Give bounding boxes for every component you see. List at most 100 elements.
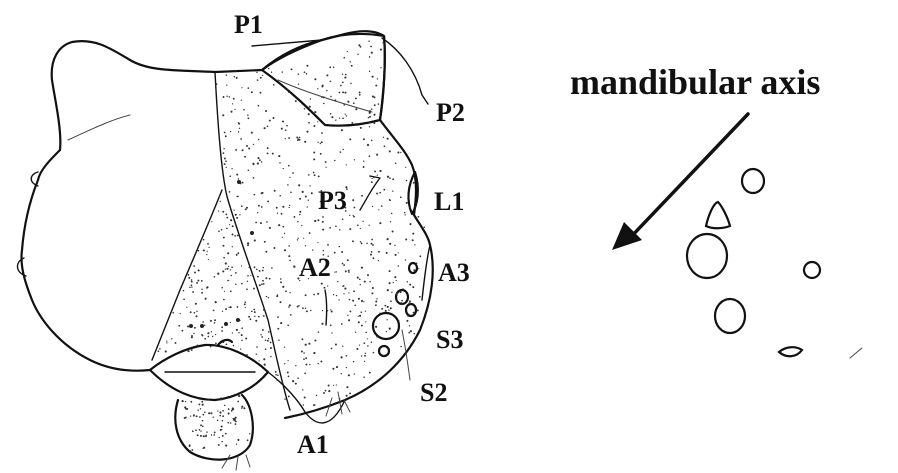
stipple-dot — [268, 277, 271, 280]
stipple-dot — [191, 449, 194, 451]
stipple-dot — [304, 343, 307, 346]
stipple-dot — [223, 131, 226, 134]
stipple-dot — [228, 191, 231, 193]
stipple-dot — [308, 105, 311, 108]
stipple-dot — [389, 307, 392, 310]
stipple-dot — [353, 206, 356, 209]
stemma-iso-3 — [685, 232, 729, 280]
stipple-dot — [323, 286, 326, 289]
stipple-dot — [381, 307, 384, 310]
stipple-dot — [230, 110, 233, 113]
stipple-dot — [234, 423, 237, 425]
stipple-dot — [225, 343, 228, 346]
stipple-dot — [317, 219, 320, 222]
stipple-dot — [349, 228, 352, 231]
stipple-dot — [342, 285, 345, 287]
stipple-dot — [195, 429, 197, 432]
stipple-dot — [223, 148, 225, 150]
stipple-dot — [284, 398, 286, 400]
stipple-dot — [284, 87, 286, 90]
stipple-dot — [307, 113, 310, 116]
stipple-dot — [299, 210, 302, 213]
stipple-dot — [299, 279, 301, 282]
stipple-dot — [225, 213, 228, 216]
stipple-dot — [235, 328, 238, 331]
stipple-dot — [343, 56, 346, 59]
stipple-dot — [219, 414, 222, 417]
stipple-dot — [198, 403, 201, 406]
stipple-dot — [221, 326, 223, 329]
stipple-dot — [385, 251, 388, 254]
stipple-dot — [187, 350, 190, 353]
stipple-dot — [377, 259, 380, 262]
stipple-dot — [319, 142, 322, 145]
stipple-dot — [257, 275, 259, 278]
stipple-dot — [226, 216, 229, 219]
stipple-dot — [371, 238, 373, 241]
stipple-dot — [402, 288, 404, 290]
stipple-dot — [227, 395, 230, 398]
stipple-dot — [297, 138, 300, 140]
stipple-dot — [259, 76, 262, 79]
stipple-dot — [247, 117, 250, 120]
stipple-dot — [348, 292, 350, 294]
stipple-dot — [373, 104, 376, 107]
stipple-dot — [409, 300, 411, 303]
stipple-dot — [379, 312, 381, 315]
stipple-dot — [257, 138, 260, 141]
stipple-dot — [273, 189, 276, 192]
stipple-dot — [356, 224, 359, 227]
stipple-dot — [326, 310, 329, 312]
stipple-dot — [388, 270, 391, 273]
stipple-dot — [304, 195, 307, 198]
stipple-dot — [240, 205, 243, 208]
stipple-dot — [217, 210, 220, 212]
stipple-dot — [281, 381, 284, 384]
stipple-dot — [204, 297, 207, 300]
stipple-dot — [369, 175, 371, 178]
stipple-dot — [286, 371, 289, 374]
stipple-dot — [376, 174, 378, 176]
stipple-dot — [260, 334, 262, 336]
stipple-dot — [252, 177, 255, 179]
stipple-dot — [221, 440, 223, 443]
stipple-dot — [307, 199, 310, 201]
stipple-dot — [347, 314, 349, 317]
stipple-dot — [322, 249, 325, 252]
stipple-dot — [320, 282, 323, 285]
stipple-dot — [241, 181, 244, 184]
stipple-dot — [371, 292, 374, 295]
seta-a3 — [421, 244, 431, 301]
stipple-dot — [353, 159, 356, 161]
stipple-dot — [260, 192, 263, 195]
stipple-dot — [341, 251, 344, 253]
stipple-dot — [267, 200, 270, 203]
stipple-dot — [248, 315, 251, 318]
stipple-dot — [361, 194, 363, 197]
stipple-dot — [235, 272, 237, 274]
stipple-dot — [369, 280, 371, 283]
stipple-dot — [271, 152, 274, 155]
stipple-dot — [255, 319, 258, 322]
stipple-dot — [334, 343, 337, 346]
stipple-dot — [232, 97, 235, 100]
stipple-dot — [364, 354, 366, 357]
stipple-dot — [358, 44, 361, 47]
stipple-dot — [241, 407, 243, 409]
stipple-dot — [251, 310, 253, 313]
stipple-dot — [261, 269, 264, 272]
stipple-dot — [243, 303, 246, 306]
stipple-dot — [257, 104, 260, 107]
stipple-dot — [235, 443, 238, 445]
stipple-dot — [286, 88, 289, 91]
stipple-dot — [320, 189, 323, 192]
stipple-dot — [246, 288, 248, 290]
stipple-dot — [409, 206, 411, 209]
stipple-dot — [231, 103, 234, 105]
stipple-dot — [302, 307, 304, 310]
stipple-dot — [237, 195, 239, 198]
stipple-dot — [194, 302, 197, 305]
stipple-dot — [240, 99, 242, 101]
stipple-dot — [262, 282, 265, 285]
